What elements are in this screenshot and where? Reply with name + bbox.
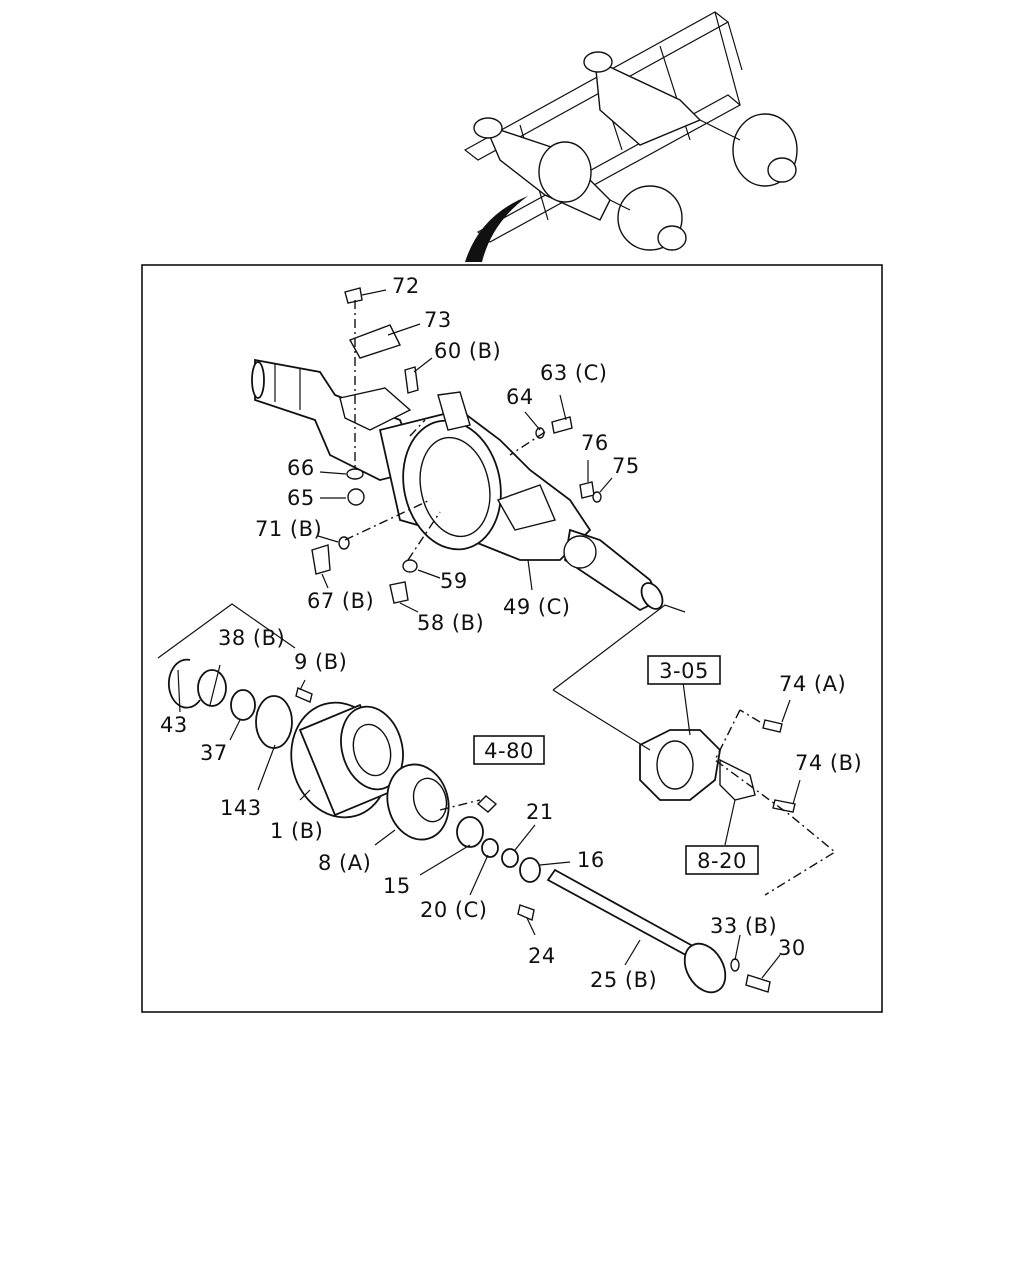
washer-33 — [730, 958, 740, 972]
part-labels: 72 73 60 (B) 63 (C) 64 76 75 66 65 71 (B… — [160, 274, 862, 992]
label-1b: 1 (B) — [270, 819, 323, 843]
ref-box-4-80 — [473, 735, 545, 765]
label-60b: 60 (B) — [434, 339, 501, 363]
washer-66 — [346, 468, 364, 480]
label-74b: 74 (B) — [795, 751, 862, 775]
ref-box-3-05 — [647, 655, 721, 685]
label-72: 72 — [392, 274, 420, 298]
bolt-24 — [517, 904, 535, 921]
diagram-frame — [141, 264, 883, 1013]
ref-3-05: 3-05 — [659, 659, 709, 683]
label-49c: 49 (C) — [503, 595, 570, 619]
label-74a: 74 (A) — [779, 672, 846, 696]
label-64: 64 — [506, 385, 534, 409]
washer-75 — [592, 491, 602, 503]
label-8a: 8 (A) — [318, 851, 371, 875]
nut-76 — [579, 481, 595, 499]
bolt-9 — [295, 687, 313, 703]
bolt-74a — [762, 719, 783, 733]
bolt-74b — [772, 799, 796, 813]
label-25b: 25 (B) — [590, 968, 657, 992]
leader-lines — [157, 289, 837, 979]
nut-4-80 — [476, 795, 498, 813]
label-21: 21 — [526, 800, 554, 824]
label-9b: 9 (B) — [294, 650, 347, 674]
ref-4-80: 4-80 — [484, 739, 534, 763]
chassis-overview — [463, 11, 798, 262]
label-30: 30 — [778, 936, 806, 960]
axle-shaft — [546, 868, 727, 994]
label-16: 16 — [577, 848, 605, 872]
label-37: 37 — [200, 741, 228, 765]
label-63c: 63 (C) — [540, 361, 607, 385]
label-143: 143 — [220, 796, 262, 820]
bearing-15 — [456, 816, 484, 848]
label-43: 43 — [160, 713, 188, 737]
label-73: 73 — [424, 308, 452, 332]
seal-20 — [481, 838, 499, 858]
label-58b: 58 (B) — [417, 611, 484, 635]
ref-8-20: 8-20 — [697, 849, 747, 873]
washer-21 — [501, 848, 519, 868]
label-33b: 33 (B) — [710, 914, 777, 938]
label-24: 24 — [528, 944, 556, 968]
label-38b: 38 (B) — [218, 626, 285, 650]
plug-58 — [389, 581, 409, 604]
washer-59 — [402, 559, 418, 573]
snap-ring-43 — [167, 658, 201, 709]
label-67b: 67 (B) — [307, 589, 374, 613]
bolt-72 — [344, 287, 363, 304]
breather-60 — [404, 366, 419, 394]
hub-drum — [290, 701, 450, 841]
nut-16 — [519, 857, 541, 883]
label-15: 15 — [383, 874, 411, 898]
ref-box-8-20 — [685, 845, 759, 875]
seal-38 — [197, 669, 227, 707]
label-66: 66 — [287, 456, 315, 480]
nut-65 — [347, 488, 365, 506]
clip-73 — [348, 324, 401, 359]
bearing-37 — [230, 689, 256, 721]
brake-backing — [639, 729, 756, 801]
label-59: 59 — [440, 569, 468, 593]
o-ring-143 — [255, 695, 293, 749]
label-75: 75 — [612, 454, 640, 478]
label-76: 76 — [581, 431, 609, 455]
bolt-30 — [745, 974, 771, 993]
bolt-63 — [551, 416, 573, 434]
axle-housing — [251, 358, 664, 612]
label-65: 65 — [287, 486, 315, 510]
bolt-67 — [311, 544, 331, 575]
label-20c: 20 (C) — [420, 898, 487, 922]
label-71b: 71 (B) — [255, 517, 322, 541]
